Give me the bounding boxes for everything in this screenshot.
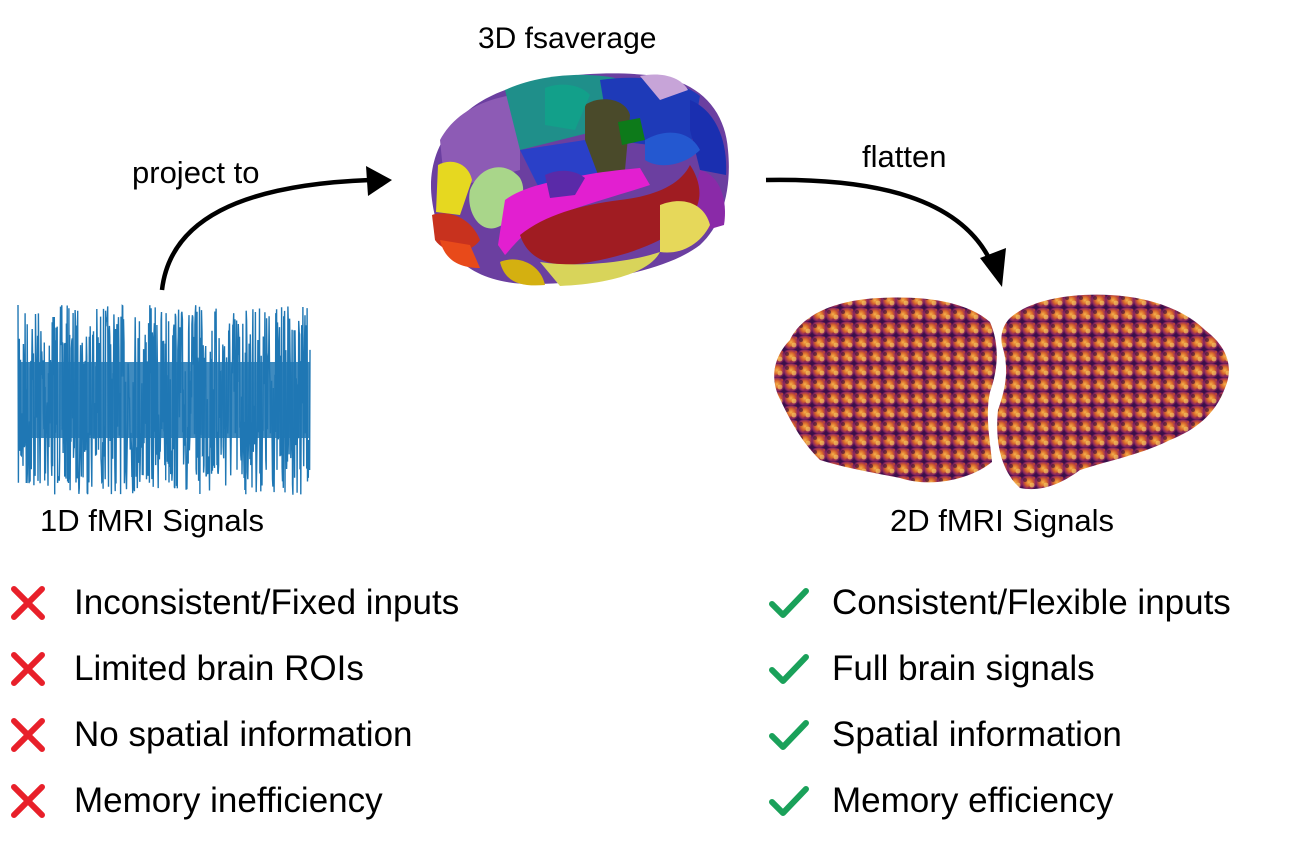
pros-item-label: Full brain signals [832,649,1095,688]
check-icon [768,652,832,686]
pros-list-item: Full brain signals [768,636,1231,702]
pros-list-item: Memory efficiency [768,768,1231,834]
pros-item-label: Memory efficiency [832,781,1114,820]
pros-list: Consistent/Flexible inputs Full brain si… [768,570,1231,834]
project-arrowhead [366,166,392,196]
cons-list-item: Memory inefficiency [10,768,459,834]
cons-list-item: Limited brain ROIs [10,636,459,702]
cross-icon [10,717,74,753]
cons-list-item: Inconsistent/Fixed inputs [10,570,459,636]
brain-3d-parcellation [430,73,729,286]
check-icon [768,586,832,620]
cons-list: Inconsistent/Fixed inputs Limited brain … [10,570,459,834]
pros-item-label: Consistent/Flexible inputs [832,583,1231,622]
pros-item-label: Spatial information [832,715,1122,754]
brain-title: 3D fsaverage [478,22,657,55]
cons-item-label: Inconsistent/Fixed inputs [74,583,460,622]
cross-icon [10,783,74,819]
flattened-cortex-2d [774,294,1229,490]
cons-item-label: No spatial information [74,715,413,754]
signal-2d-label: 2D fMRI Signals [890,503,1114,538]
cons-list-item: No spatial information [10,702,459,768]
fmri-1d-signal-plot [17,304,311,495]
project-arrow [159,177,371,291]
pros-list-item: Spatial information [768,702,1231,768]
signal-trace [17,304,311,495]
flatten-arrowhead [980,248,1006,287]
check-icon [768,718,832,752]
pros-list-item: Consistent/Flexible inputs [768,570,1231,636]
check-icon [768,784,832,818]
flatten-arrow-label: flatten [862,139,947,174]
cross-icon [10,585,74,621]
flat-right-hemisphere [997,294,1229,490]
cons-item-label: Limited brain ROIs [74,649,364,688]
flatten-arrow [765,177,993,262]
cross-icon [10,651,74,687]
cons-item-label: Memory inefficiency [74,781,383,820]
project-arrow-label: project to [132,155,260,190]
flat-left-hemisphere [774,297,997,483]
signal-1d-label: 1D fMRI Signals [40,503,264,538]
